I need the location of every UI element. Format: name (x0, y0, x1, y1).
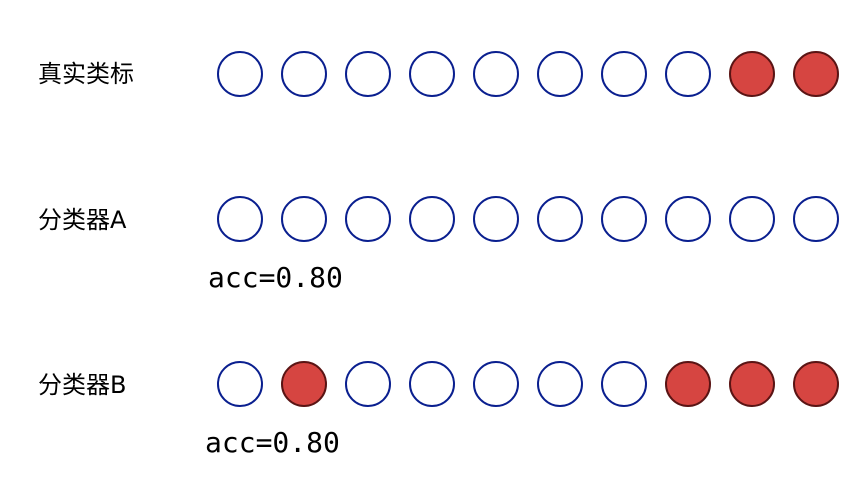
positive-sample-circle (729, 361, 775, 407)
accuracy-label-classifier-a: acc=0.80 (208, 261, 343, 294)
negative-sample-circle (409, 361, 455, 407)
negative-sample-circle (729, 196, 775, 242)
row-label-classifier-b: 分类器B (38, 371, 127, 399)
negative-sample-circle (473, 361, 519, 407)
negative-sample-circle (217, 196, 263, 242)
circle-row-ground-truth (217, 51, 839, 97)
negative-sample-circle (665, 196, 711, 242)
negative-sample-circle (281, 196, 327, 242)
positive-sample-circle (793, 361, 839, 407)
positive-sample-circle (729, 51, 775, 97)
negative-sample-circle (217, 51, 263, 97)
negative-sample-circle (473, 196, 519, 242)
positive-sample-circle (281, 361, 327, 407)
negative-sample-circle (409, 51, 455, 97)
negative-sample-circle (537, 51, 583, 97)
negative-sample-circle (281, 51, 327, 97)
negative-sample-circle (217, 361, 263, 407)
negative-sample-circle (601, 196, 647, 242)
negative-sample-circle (345, 51, 391, 97)
negative-sample-circle (793, 196, 839, 242)
negative-sample-circle (601, 361, 647, 407)
negative-sample-circle (665, 51, 711, 97)
negative-sample-circle (409, 196, 455, 242)
negative-sample-circle (345, 361, 391, 407)
circle-row-classifier-b (217, 361, 839, 407)
accuracy-label-classifier-b: acc=0.80 (205, 426, 340, 459)
row-label-ground-truth: 真实类标 (38, 60, 134, 88)
negative-sample-circle (537, 361, 583, 407)
row-label-classifier-a: 分类器A (38, 206, 127, 234)
positive-sample-circle (793, 51, 839, 97)
negative-sample-circle (345, 196, 391, 242)
positive-sample-circle (665, 361, 711, 407)
negative-sample-circle (601, 51, 647, 97)
negative-sample-circle (537, 196, 583, 242)
negative-sample-circle (473, 51, 519, 97)
circle-row-classifier-a (217, 196, 839, 242)
